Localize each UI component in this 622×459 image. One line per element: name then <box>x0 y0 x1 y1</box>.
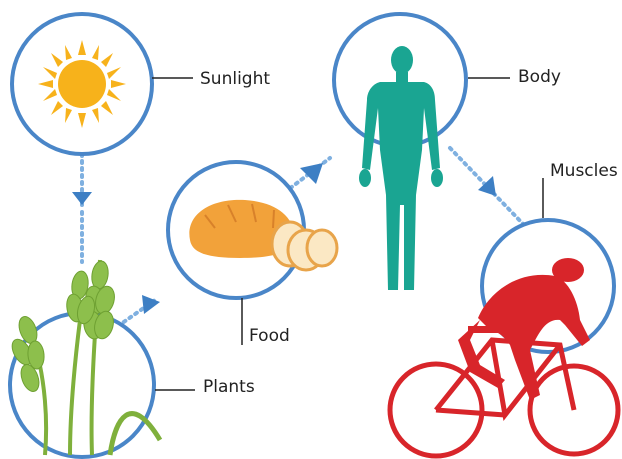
node-food: Food <box>168 162 337 346</box>
node-sunlight: Sunlight <box>12 14 270 154</box>
food-label: Food <box>249 326 290 346</box>
muscles-label: Muscles <box>550 161 618 181</box>
body-label: Body <box>518 67 561 87</box>
arrowhead-plants-to-food <box>142 295 160 314</box>
arrowhead-food-to-body <box>300 163 323 184</box>
sunlight-label: Sunlight <box>200 69 270 89</box>
sun-icon <box>38 40 126 128</box>
plants-label: Plants <box>203 377 255 397</box>
arrowhead-sunlight-to-plants <box>72 192 92 205</box>
